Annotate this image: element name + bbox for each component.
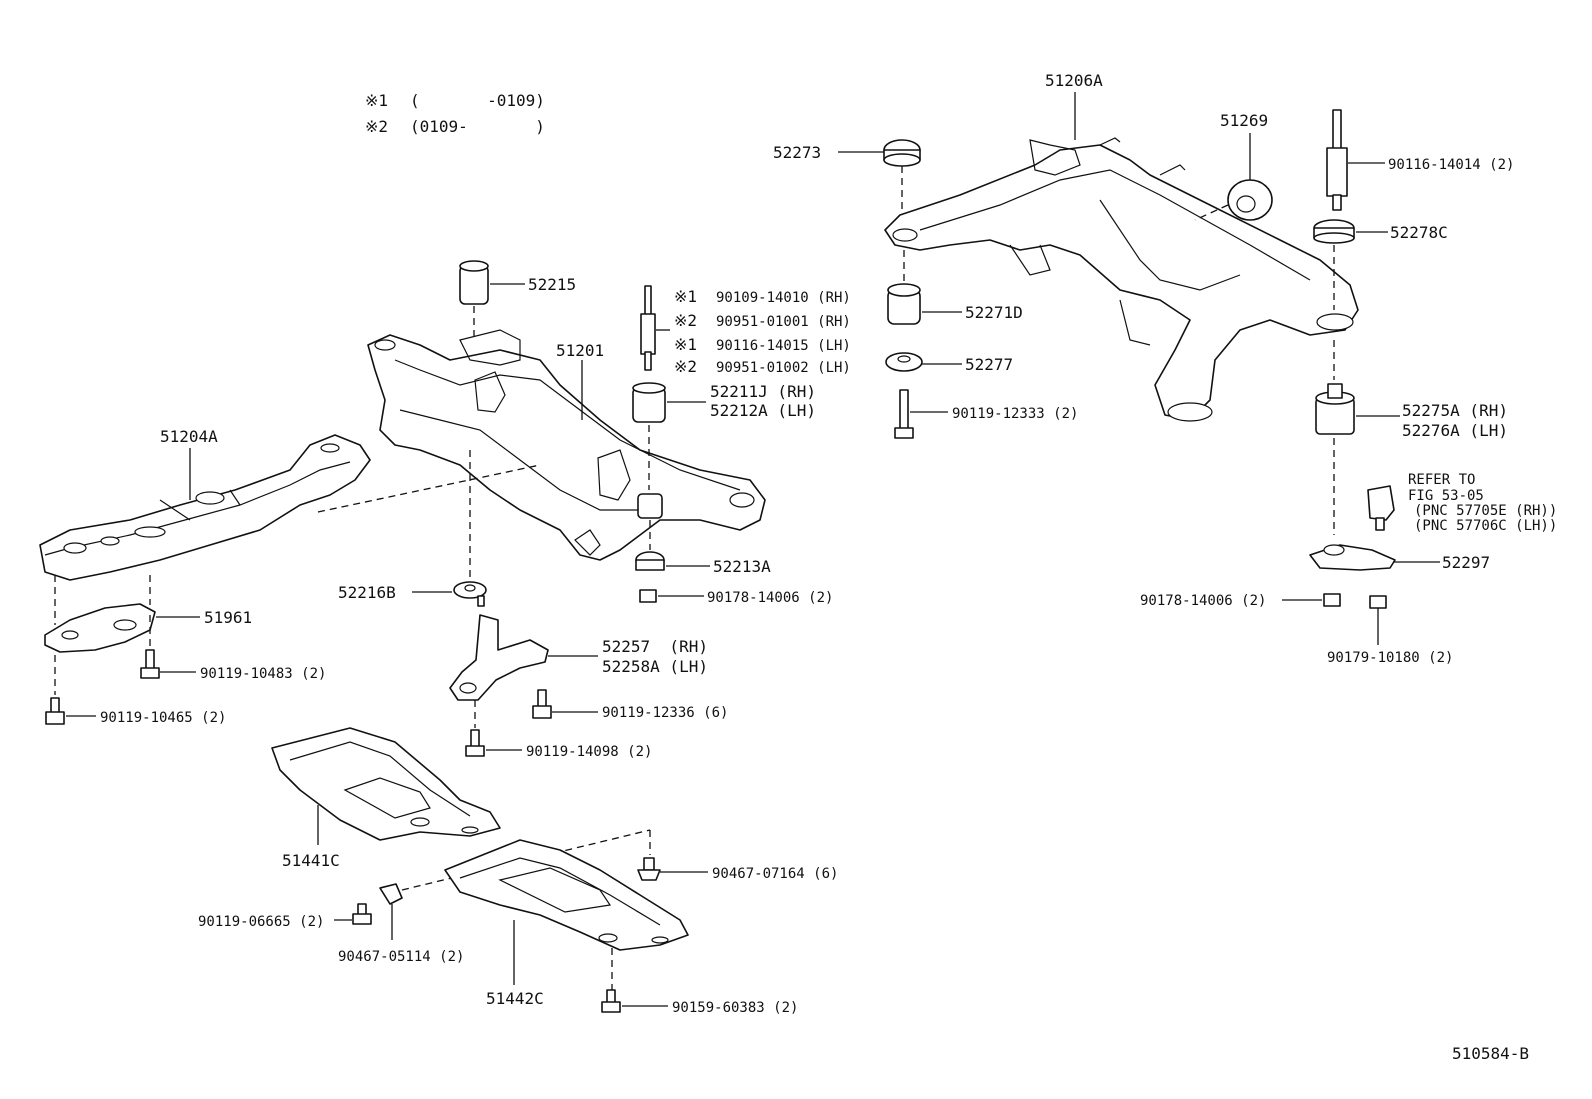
label-52276A: 52276A (LH) bbox=[1402, 421, 1508, 440]
stud-label-1-mark: ※1 bbox=[674, 287, 697, 306]
label-90119-10483: 90119-10483 (2) bbox=[200, 666, 326, 682]
label-90119-06665: 90119-06665 (2) bbox=[198, 914, 324, 930]
bolt-90119-14098 bbox=[465, 729, 485, 757]
label-52273: 52273 bbox=[773, 143, 821, 162]
stud-label-3-mark: ※1 bbox=[674, 335, 697, 354]
cushion-52275A bbox=[1315, 383, 1355, 435]
label-51961: 51961 bbox=[204, 608, 252, 627]
bolt-90119-12333 bbox=[894, 389, 914, 439]
cushion-52211J bbox=[632, 382, 666, 423]
label-51442C: 51442C bbox=[486, 989, 544, 1008]
bracket-refer-53-05 bbox=[1367, 485, 1395, 531]
stud-label-2-mark: ※2 bbox=[674, 311, 697, 330]
stud-front bbox=[640, 285, 656, 371]
rear-subframe-51206A bbox=[884, 137, 1359, 422]
stud-label-4-text: 90951-01002 (LH) bbox=[716, 360, 851, 376]
note-1-mark: ※1 bbox=[365, 91, 388, 110]
label-90119-12336: 90119-12336 (6) bbox=[602, 705, 728, 721]
note-2-text: (0109- ) bbox=[410, 117, 545, 136]
dash-51269 bbox=[1194, 204, 1229, 221]
bolt-90119-06665 bbox=[352, 903, 372, 925]
nut-90178-14006-right bbox=[1323, 593, 1341, 607]
label-90119-10465: 90119-10465 (2) bbox=[100, 710, 226, 726]
label-90179-10180: 90179-10180 (2) bbox=[1327, 650, 1453, 666]
nut-90179-10180 bbox=[1369, 595, 1387, 609]
label-52216B: 52216B bbox=[338, 583, 396, 602]
label-52213A: 52213A bbox=[713, 557, 771, 576]
retainer-52216B bbox=[453, 581, 487, 607]
stud-label-1-text: 90109-14010 (RH) bbox=[716, 290, 851, 306]
label-52257: 52257 (RH) bbox=[602, 637, 708, 656]
label-51441C: 51441C bbox=[282, 851, 340, 870]
label-90159-60383: 90159-60383 (2) bbox=[672, 1000, 798, 1016]
label-90467-05114: 90467-05114 (2) bbox=[338, 949, 464, 965]
label-52277: 52277 bbox=[965, 355, 1013, 374]
note-1-text: ( -0109) bbox=[410, 91, 545, 110]
nut-90178-14006-left bbox=[639, 589, 657, 603]
bolt-90119-10465 bbox=[45, 697, 65, 725]
label-52215: 52215 bbox=[528, 275, 576, 294]
notes-block: ※1 ( -0109) ※2 (0109- ) bbox=[365, 91, 545, 136]
cushion-52277 bbox=[885, 352, 923, 372]
cushion-52213A bbox=[635, 493, 665, 571]
label-52271D: 52271D bbox=[965, 303, 1023, 322]
label-90119-14098: 90119-14098 (2) bbox=[526, 744, 652, 760]
label-90178-14006-right: 90178-14006 (2) bbox=[1140, 593, 1266, 609]
cushion-52215 bbox=[459, 260, 489, 305]
stud-label-4-mark: ※2 bbox=[674, 357, 697, 376]
label-52211J: 52211J (RH) bbox=[710, 382, 816, 401]
label-51206A: 51206A bbox=[1045, 71, 1103, 90]
stud-label-3-text: 90116-14015 (LH) bbox=[716, 338, 851, 354]
bolt-90119-12336 bbox=[532, 689, 552, 719]
clip-90467-05114 bbox=[379, 883, 403, 905]
label-refer-4: (PNC 57706C (LH)) bbox=[1414, 518, 1557, 534]
note-2-mark: ※2 bbox=[365, 117, 388, 136]
cushion-52278C bbox=[1313, 219, 1355, 244]
label-51201: 51201 bbox=[556, 341, 604, 360]
bracket-52297 bbox=[1309, 544, 1396, 571]
label-51204A: 51204A bbox=[160, 427, 218, 446]
cover-51441C bbox=[271, 727, 501, 841]
crossmember-51201 bbox=[367, 329, 766, 561]
label-52212A: 52212A (LH) bbox=[710, 401, 816, 420]
label-52275A: 52275A (RH) bbox=[1402, 401, 1508, 420]
label-52278C: 52278C bbox=[1390, 223, 1448, 242]
bolt-90119-10483 bbox=[140, 649, 160, 679]
dash-clip-front bbox=[401, 829, 651, 891]
label-90116-14014: 90116-14014 (2) bbox=[1388, 157, 1514, 173]
label-90467-07164: 90467-07164 (6) bbox=[712, 866, 838, 882]
label-90178-14006-left: 90178-14006 (2) bbox=[707, 590, 833, 606]
label-52258A: 52258A (LH) bbox=[602, 657, 708, 676]
figure-id: 510584-B bbox=[1452, 1044, 1529, 1063]
label-52297: 52297 bbox=[1442, 553, 1490, 572]
label-51269: 51269 bbox=[1220, 111, 1268, 130]
member-51204A bbox=[39, 434, 371, 581]
brace-52257 bbox=[449, 614, 549, 701]
bolt-90159-60383 bbox=[601, 989, 621, 1013]
stud-label-2-text: 90951-01001 (RH) bbox=[716, 314, 851, 330]
label-refer-2: FIG 53-05 bbox=[1408, 488, 1484, 504]
label-refer-1: REFER TO bbox=[1408, 472, 1475, 488]
cushion-52273 bbox=[883, 139, 921, 167]
label-refer-3: (PNC 57705E (RH)) bbox=[1414, 503, 1557, 519]
cover-51442C bbox=[444, 839, 689, 951]
cushion-52271D bbox=[887, 283, 921, 325]
clip-90467-07164 bbox=[637, 857, 661, 881]
bushing-51269 bbox=[1227, 179, 1273, 221]
plate-51961 bbox=[44, 603, 156, 653]
label-90119-12333: 90119-12333 (2) bbox=[952, 406, 1078, 422]
dash-51204A bbox=[317, 464, 541, 513]
stud-90116-14014 bbox=[1326, 109, 1348, 211]
